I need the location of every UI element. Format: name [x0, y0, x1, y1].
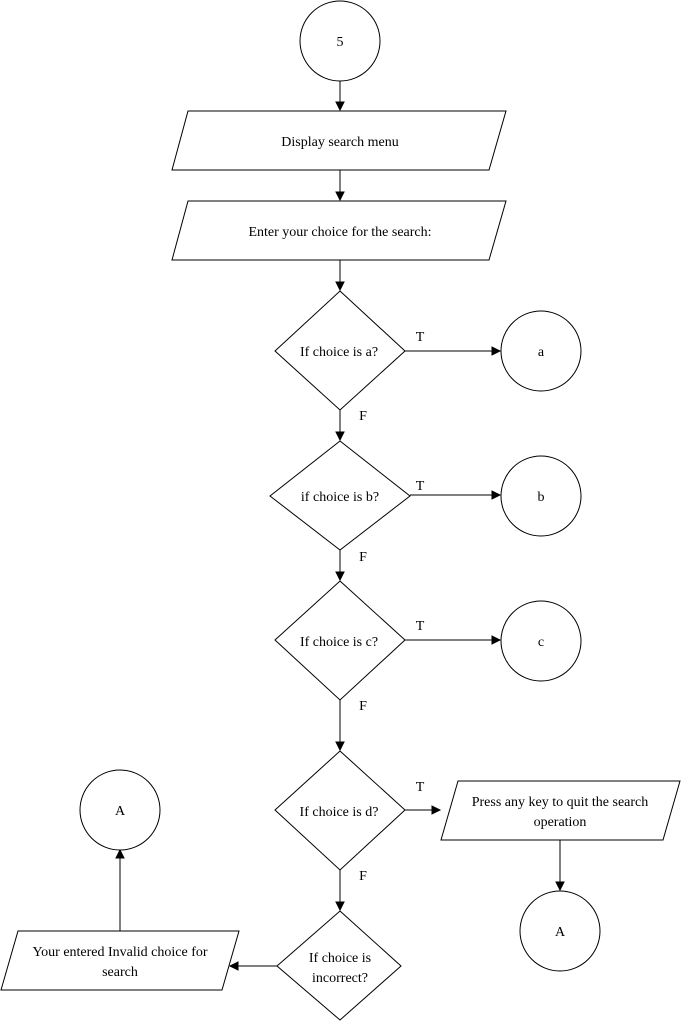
- true-label-a: T: [416, 330, 425, 345]
- decision-incorrect-label-line2: incorrect?: [312, 971, 368, 986]
- quit-search-label-line1: Press any key to quit the search: [472, 795, 649, 810]
- false-label-a: F: [359, 409, 367, 424]
- connector-c: c: [500, 600, 582, 682]
- true-label-b: T: [416, 479, 425, 494]
- start-connector-label: 5: [337, 35, 344, 50]
- edge-decision-c-true: T: [405, 619, 502, 645]
- display-search-menu-node: Display search menu: [171, 110, 507, 171]
- decision-incorrect-label-line1: If choice is: [309, 951, 371, 966]
- display-search-menu-label: Display search menu: [281, 135, 398, 150]
- invalid-choice-label-line2: search: [102, 965, 138, 980]
- edge-incorrect-to-invalid: [228, 961, 277, 971]
- start-connector: 5: [299, 0, 381, 82]
- edge-decision-d-true: T: [405, 780, 442, 815]
- enter-choice-node: Enter your choice for the search:: [171, 200, 507, 261]
- decision-a-label: If choice is a?: [300, 345, 378, 360]
- enter-choice-label: Enter your choice for the search:: [248, 225, 431, 240]
- connector-b-label: b: [538, 490, 545, 505]
- decision-b-label: if choice is b?: [301, 490, 379, 505]
- true-label-d: T: [416, 780, 425, 795]
- edge-invalid-to-connector-A: [115, 848, 125, 931]
- decision-b-node: if choice is b?: [269, 440, 411, 551]
- quit-search-node: Press any key to quit the search operati…: [440, 780, 681, 841]
- connector-a-label: a: [538, 345, 545, 360]
- false-label-c: F: [359, 699, 367, 714]
- connector-A-left-label: A: [115, 804, 126, 819]
- decision-incorrect-node: If choice is incorrect?: [276, 910, 402, 1021]
- edge-decision-b-false: F: [335, 550, 367, 582]
- edge-display-to-enter: [335, 170, 345, 202]
- edge-start-to-display: [335, 81, 345, 112]
- edge-decision-b-true: T: [410, 479, 502, 500]
- connector-c-label: c: [538, 635, 544, 650]
- decision-c-label: If choice is c?: [300, 635, 378, 650]
- connector-a: a: [500, 310, 582, 392]
- connector-A-right: A: [519, 890, 601, 972]
- connector-A-left: A: [79, 769, 161, 851]
- edge-enter-to-decision-a: [335, 260, 345, 292]
- connector-b: b: [500, 455, 582, 537]
- decision-d-label: If choice is d?: [300, 805, 379, 820]
- decision-c-node: If choice is c?: [274, 580, 406, 701]
- edge-quit-to-connector-A: [555, 840, 565, 892]
- edge-decision-c-false: F: [335, 699, 367, 752]
- quit-search-label-line2: operation: [534, 815, 587, 830]
- decision-d-node: If choice is d?: [274, 750, 406, 871]
- edge-decision-a-true: T: [405, 330, 502, 356]
- decision-a-node: If choice is a?: [274, 290, 406, 411]
- false-label-b: F: [359, 550, 367, 565]
- edge-decision-d-false: F: [335, 869, 367, 912]
- invalid-choice-node: Your entered Invalid choice for search: [0, 930, 240, 991]
- true-label-c: T: [416, 619, 425, 634]
- connector-A-right-label: A: [555, 925, 566, 940]
- false-label-d: F: [359, 869, 367, 884]
- edge-decision-a-false: F: [335, 409, 367, 442]
- invalid-choice-label-line1: Your entered Invalid choice for: [32, 945, 207, 960]
